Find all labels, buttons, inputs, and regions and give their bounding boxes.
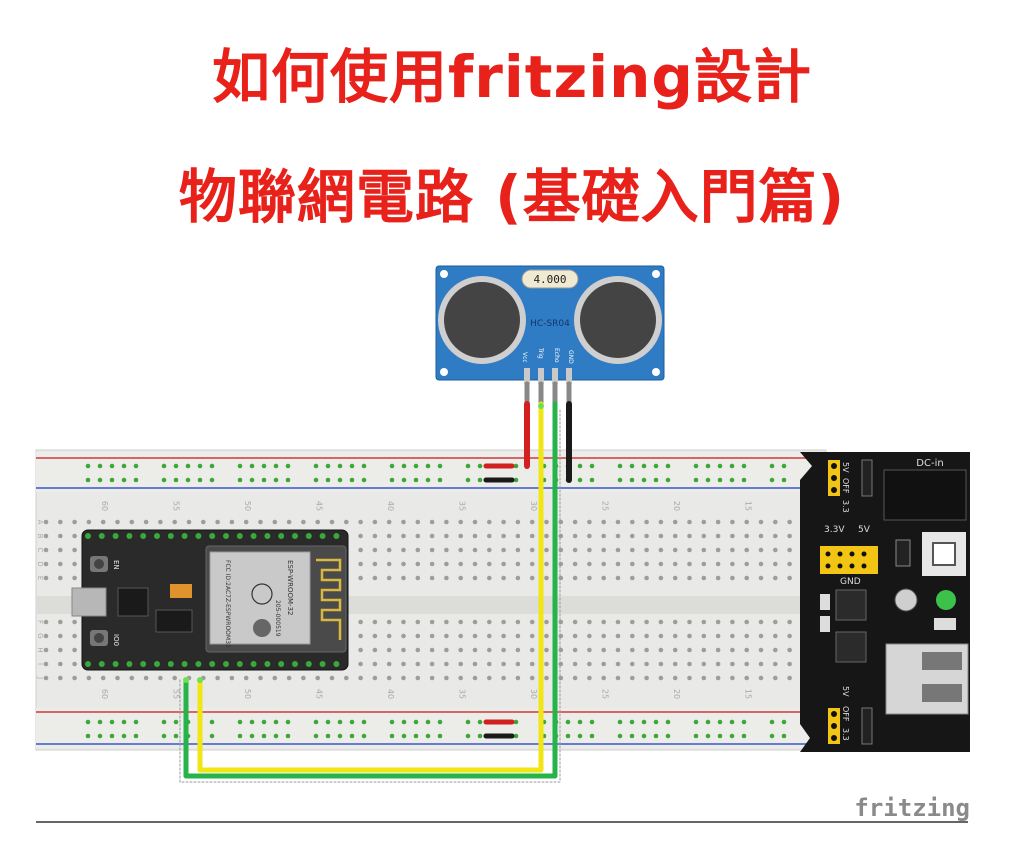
gnd-label: GND	[840, 577, 861, 587]
column-number: 50	[243, 689, 252, 699]
row-letter: E	[36, 576, 44, 580]
column-number: 50	[243, 501, 252, 511]
column-number: 40	[386, 501, 395, 511]
jumper-bottom-5v: 5V	[841, 686, 850, 697]
jumper-bottom-33: 3.3	[841, 728, 850, 741]
smd-resistor	[934, 618, 956, 630]
header-33v-label: 3.3V	[824, 525, 845, 535]
column-numbers-top: 60 55 50 45 40 35 30 25 20 15	[100, 501, 753, 511]
column-number: 45	[315, 689, 324, 699]
column-number: 55	[172, 501, 181, 511]
output-header	[820, 546, 878, 574]
pin-label-gnd: GND	[567, 350, 574, 364]
header-5v-label: 5V	[858, 525, 871, 535]
row-letter: C	[36, 548, 44, 553]
column-number: 20	[672, 501, 681, 511]
wire-echo	[183, 401, 558, 779]
fritzing-logo: fritzing	[854, 794, 970, 822]
column-number: 25	[601, 501, 610, 511]
model-label: HC-SR04	[530, 319, 570, 329]
row-letter: A	[36, 520, 44, 525]
column-number: 30	[529, 501, 538, 511]
column-number: 40	[386, 689, 395, 699]
wire-trig	[197, 401, 544, 773]
row-letter: I	[36, 663, 44, 665]
title-line-2: 物聯網電路 (基礎入門篇)	[178, 163, 846, 231]
row-letter: F	[36, 620, 44, 624]
module-shield	[209, 551, 311, 645]
row-letter: D	[36, 561, 44, 566]
io0-label: IO0	[112, 634, 120, 646]
pcb-antenna	[316, 558, 342, 640]
column-number: 30	[529, 689, 538, 699]
regulator-chip-1	[835, 589, 867, 621]
column-number: 35	[458, 689, 467, 699]
capacitor	[170, 584, 192, 598]
power-led	[936, 590, 956, 610]
jumper-bottom-off: OFF	[841, 706, 850, 722]
dc-in-label: DC-in	[916, 458, 943, 469]
wires	[179, 381, 572, 783]
row-letter: G	[36, 633, 44, 638]
crystal-label: 4.000	[533, 273, 566, 286]
module-fcc: FCC ID:2AC7Z-ESPWROOM32	[224, 560, 231, 648]
column-number: 20	[672, 689, 681, 699]
column-numbers-bottom: 60 55 50 45 40 35 30 25 20 15	[100, 689, 753, 699]
column-number: 15	[744, 689, 753, 699]
esp32-board: EN IO0 ESP-WROOM-32 FCC ID:2AC7Z-ESPWROO…	[71, 529, 349, 671]
column-number: 15	[744, 501, 753, 511]
column-number: 60	[100, 501, 109, 511]
module-name: ESP-WROOM-32	[286, 560, 294, 615]
regulator-chip	[155, 609, 193, 633]
column-number: 45	[315, 501, 324, 511]
column-number: 35	[458, 501, 467, 511]
jumper-top-off: OFF	[841, 478, 850, 494]
usb-uart-chip	[117, 587, 149, 617]
column-number: 55	[172, 689, 181, 699]
pin-label-echo: Echo	[553, 348, 560, 363]
ce-mark-icon	[251, 583, 273, 605]
row-letter: H	[36, 647, 44, 652]
regulator	[895, 539, 911, 567]
en-label: EN	[112, 560, 120, 570]
row-letters: A B C D E F G H I J	[36, 520, 44, 679]
jumper-top-5v: 5V	[841, 462, 850, 473]
micro-usb-port	[71, 587, 107, 617]
pin-label-trig: Trig	[537, 347, 544, 359]
hc-sr04-sensor: 4.000 HC-SR04 Vcc Trig Echo GND	[435, 265, 665, 384]
power-module: DC-in 5V OFF 3.3 3.3V 5V GND 5V OF	[800, 452, 970, 752]
module-code: 205-000519	[274, 600, 281, 637]
pin-label-vcc: Vcc	[521, 352, 528, 363]
potentiometer	[894, 588, 918, 612]
column-number: 25	[601, 689, 610, 699]
row-letter: J	[36, 676, 44, 679]
regulator-chip-2	[835, 631, 867, 663]
column-number: 60	[100, 689, 109, 699]
title-line-1: 如何使用fritzing設計	[212, 43, 812, 111]
jumper-top-33: 3.3	[841, 500, 850, 513]
row-letter: B	[36, 534, 44, 539]
crystal	[521, 269, 579, 289]
certification-logo-icon	[253, 619, 271, 637]
dc-jack	[883, 469, 967, 521]
